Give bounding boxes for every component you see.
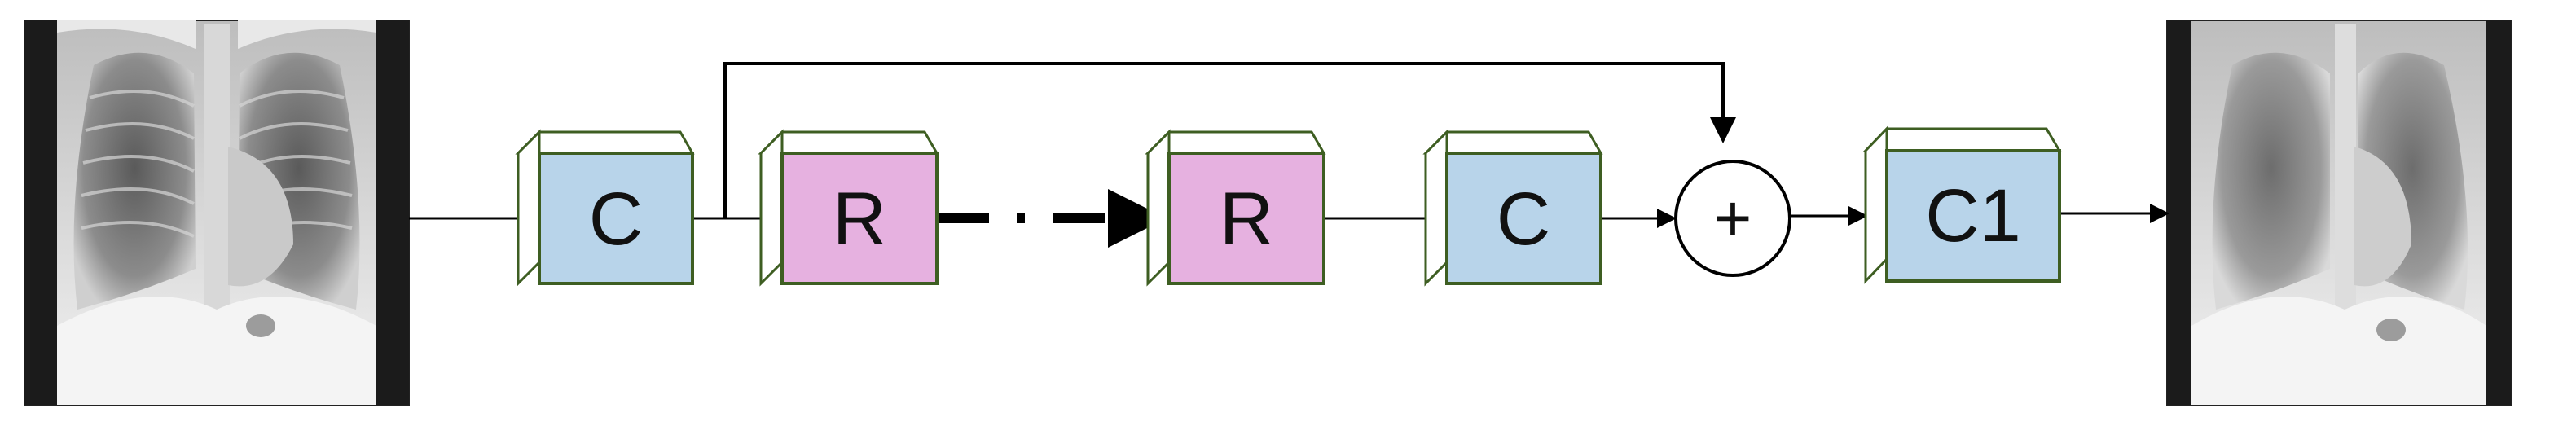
skip-connection bbox=[723, 62, 1736, 218]
block-label: C1 bbox=[1925, 174, 2021, 257]
block-2: R bbox=[758, 129, 939, 287]
block-1: C bbox=[515, 129, 695, 287]
block-label: R bbox=[1220, 178, 1273, 261]
block-3: R bbox=[1145, 129, 1326, 287]
block-label: C bbox=[589, 178, 643, 261]
sum-label: + bbox=[1714, 182, 1752, 254]
sum-node: + bbox=[1674, 160, 1791, 277]
block-5: C1 bbox=[1862, 125, 2062, 284]
input-xray-image bbox=[24, 20, 410, 406]
block-4: C bbox=[1422, 129, 1603, 287]
output-xray-image bbox=[2166, 20, 2512, 406]
block-label: C bbox=[1497, 178, 1550, 261]
block-label: R bbox=[833, 178, 886, 261]
